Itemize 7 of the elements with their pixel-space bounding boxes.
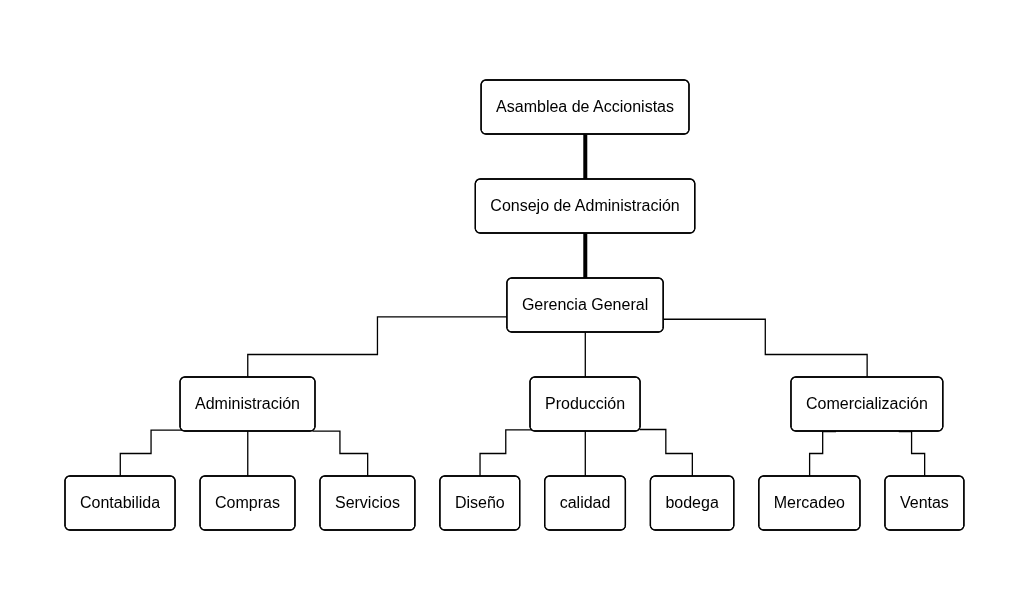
connector: [119, 429, 183, 478]
connector: [639, 428, 694, 478]
connector: [584, 331, 587, 379]
connector: [584, 430, 587, 478]
connector: [663, 318, 869, 379]
connector: [311, 430, 369, 478]
connector: [247, 430, 249, 478]
